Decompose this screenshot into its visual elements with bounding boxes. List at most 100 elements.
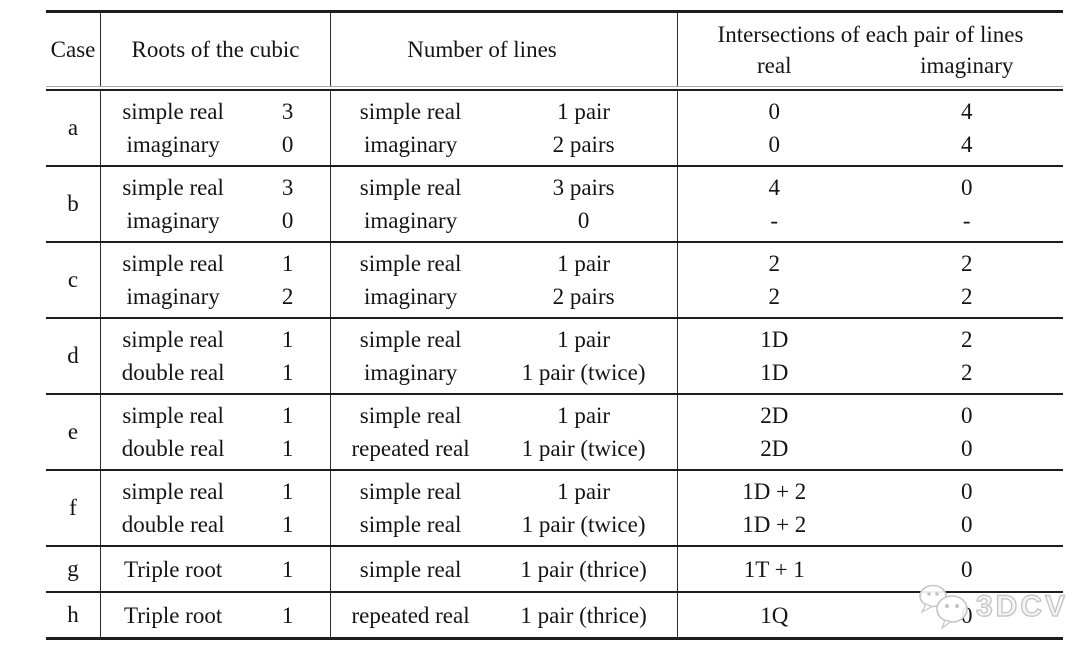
line-type: imaginary	[363, 208, 458, 233]
root-count: 3	[281, 99, 294, 124]
root-type: Triple root	[124, 602, 223, 628]
lines-cell: simple real 3 pairs imaginary 0	[330, 167, 677, 241]
case-cell: a	[46, 91, 100, 165]
line-amount: 1 pair	[557, 99, 611, 124]
header-double-rule	[46, 86, 1063, 91]
imaginary-value: 0	[961, 403, 973, 428]
real-value: 1T + 1	[743, 556, 805, 582]
root-count: 1	[281, 327, 294, 352]
lines-cell: repeated real 1 pair (thrice)	[330, 593, 677, 637]
header-lines-label: Number of lines	[407, 36, 557, 62]
root-count: 3	[281, 175, 294, 200]
real-value: 2	[768, 251, 781, 276]
line-type: simple real	[359, 556, 462, 582]
line-type: repeated real	[351, 602, 470, 628]
real-value: 1D	[760, 360, 789, 385]
root-type: simple real	[122, 99, 224, 124]
line-type: repeated real	[351, 436, 470, 461]
line-type: imaginary	[363, 360, 458, 385]
case-label: b	[67, 191, 79, 216]
line-type: imaginary	[363, 132, 458, 157]
case-cell: c	[46, 243, 100, 317]
root-type: simple real	[122, 251, 224, 276]
imaginary-value: 0	[961, 175, 973, 200]
imaginary-value: 4	[961, 132, 973, 157]
line-amount: 0	[577, 208, 590, 233]
case-label: c	[67, 267, 79, 292]
header-imaginary-label: imaginary	[920, 52, 1014, 78]
line-type: simple real	[359, 403, 462, 428]
line-type: imaginary	[363, 284, 458, 309]
header-intersections-subrow: real imaginary	[678, 50, 1063, 81]
line-type: simple real	[359, 175, 462, 200]
root-type: Triple root	[124, 556, 223, 582]
root-type: imaginary	[126, 284, 220, 309]
lines-cell: simple real 1 pair imaginary 2 pairs	[330, 91, 677, 165]
line-amount: 1 pair (twice)	[521, 512, 646, 537]
case-label: e	[67, 419, 79, 444]
root-count: 1	[281, 479, 294, 504]
case-cell: d	[46, 319, 100, 393]
case-cell: h	[46, 593, 100, 637]
line-amount: 2 pairs	[552, 132, 615, 157]
root-count: 1	[281, 251, 294, 276]
case-cell: b	[46, 167, 100, 241]
case-cell: e	[46, 395, 100, 469]
line-amount: 3 pairs	[552, 175, 615, 200]
table-header-row: Case Roots of the cubic Number of lines …	[46, 13, 1063, 86]
line-amount: 1 pair	[557, 327, 611, 352]
imaginary-value: 0	[961, 602, 973, 628]
header-case-label: Case	[50, 36, 96, 62]
header-intersections-cell: Intersections of each pair of lines real…	[677, 13, 1063, 86]
real-value: 2D	[760, 403, 789, 428]
header-lines-cell: Number of lines	[330, 13, 677, 86]
root-count: 2	[281, 284, 294, 309]
imaginary-value: 0	[961, 436, 973, 461]
real-value: 4	[768, 175, 781, 200]
root-count: 1	[281, 512, 294, 537]
line-amount: 1 pair	[557, 479, 611, 504]
cubic-lines-table: Case Roots of the cubic Number of lines …	[46, 10, 1063, 640]
case-label: h	[67, 602, 79, 627]
root-count: 0	[281, 208, 294, 233]
line-amount: 1 pair (twice)	[521, 436, 646, 461]
imaginary-value: 2	[961, 360, 973, 385]
line-amount: 1 pair (thrice)	[520, 602, 647, 628]
root-count: 1	[281, 436, 294, 461]
header-roots-label: Roots of the cubic	[131, 36, 300, 62]
line-amount: 1 pair	[557, 251, 611, 276]
line-type: simple real	[359, 327, 462, 352]
lines-cell: simple real 1 pair repeated real 1 pair (t…	[330, 395, 677, 469]
header-roots-cell: Roots of the cubic	[100, 13, 330, 86]
line-amount: 1 pair	[557, 403, 611, 428]
case-label: a	[67, 115, 79, 140]
root-type: simple real	[122, 327, 224, 352]
real-value: 1D + 2	[742, 512, 807, 537]
root-count: 1	[281, 403, 294, 428]
line-type: simple real	[359, 99, 462, 124]
imaginary-value: 0	[961, 479, 973, 504]
real-value: 1D + 2	[742, 479, 807, 504]
imaginary-value: 4	[961, 99, 973, 124]
line-type: simple real	[359, 479, 462, 504]
imaginary-value: -	[962, 208, 971, 233]
case-label: g	[67, 556, 79, 581]
